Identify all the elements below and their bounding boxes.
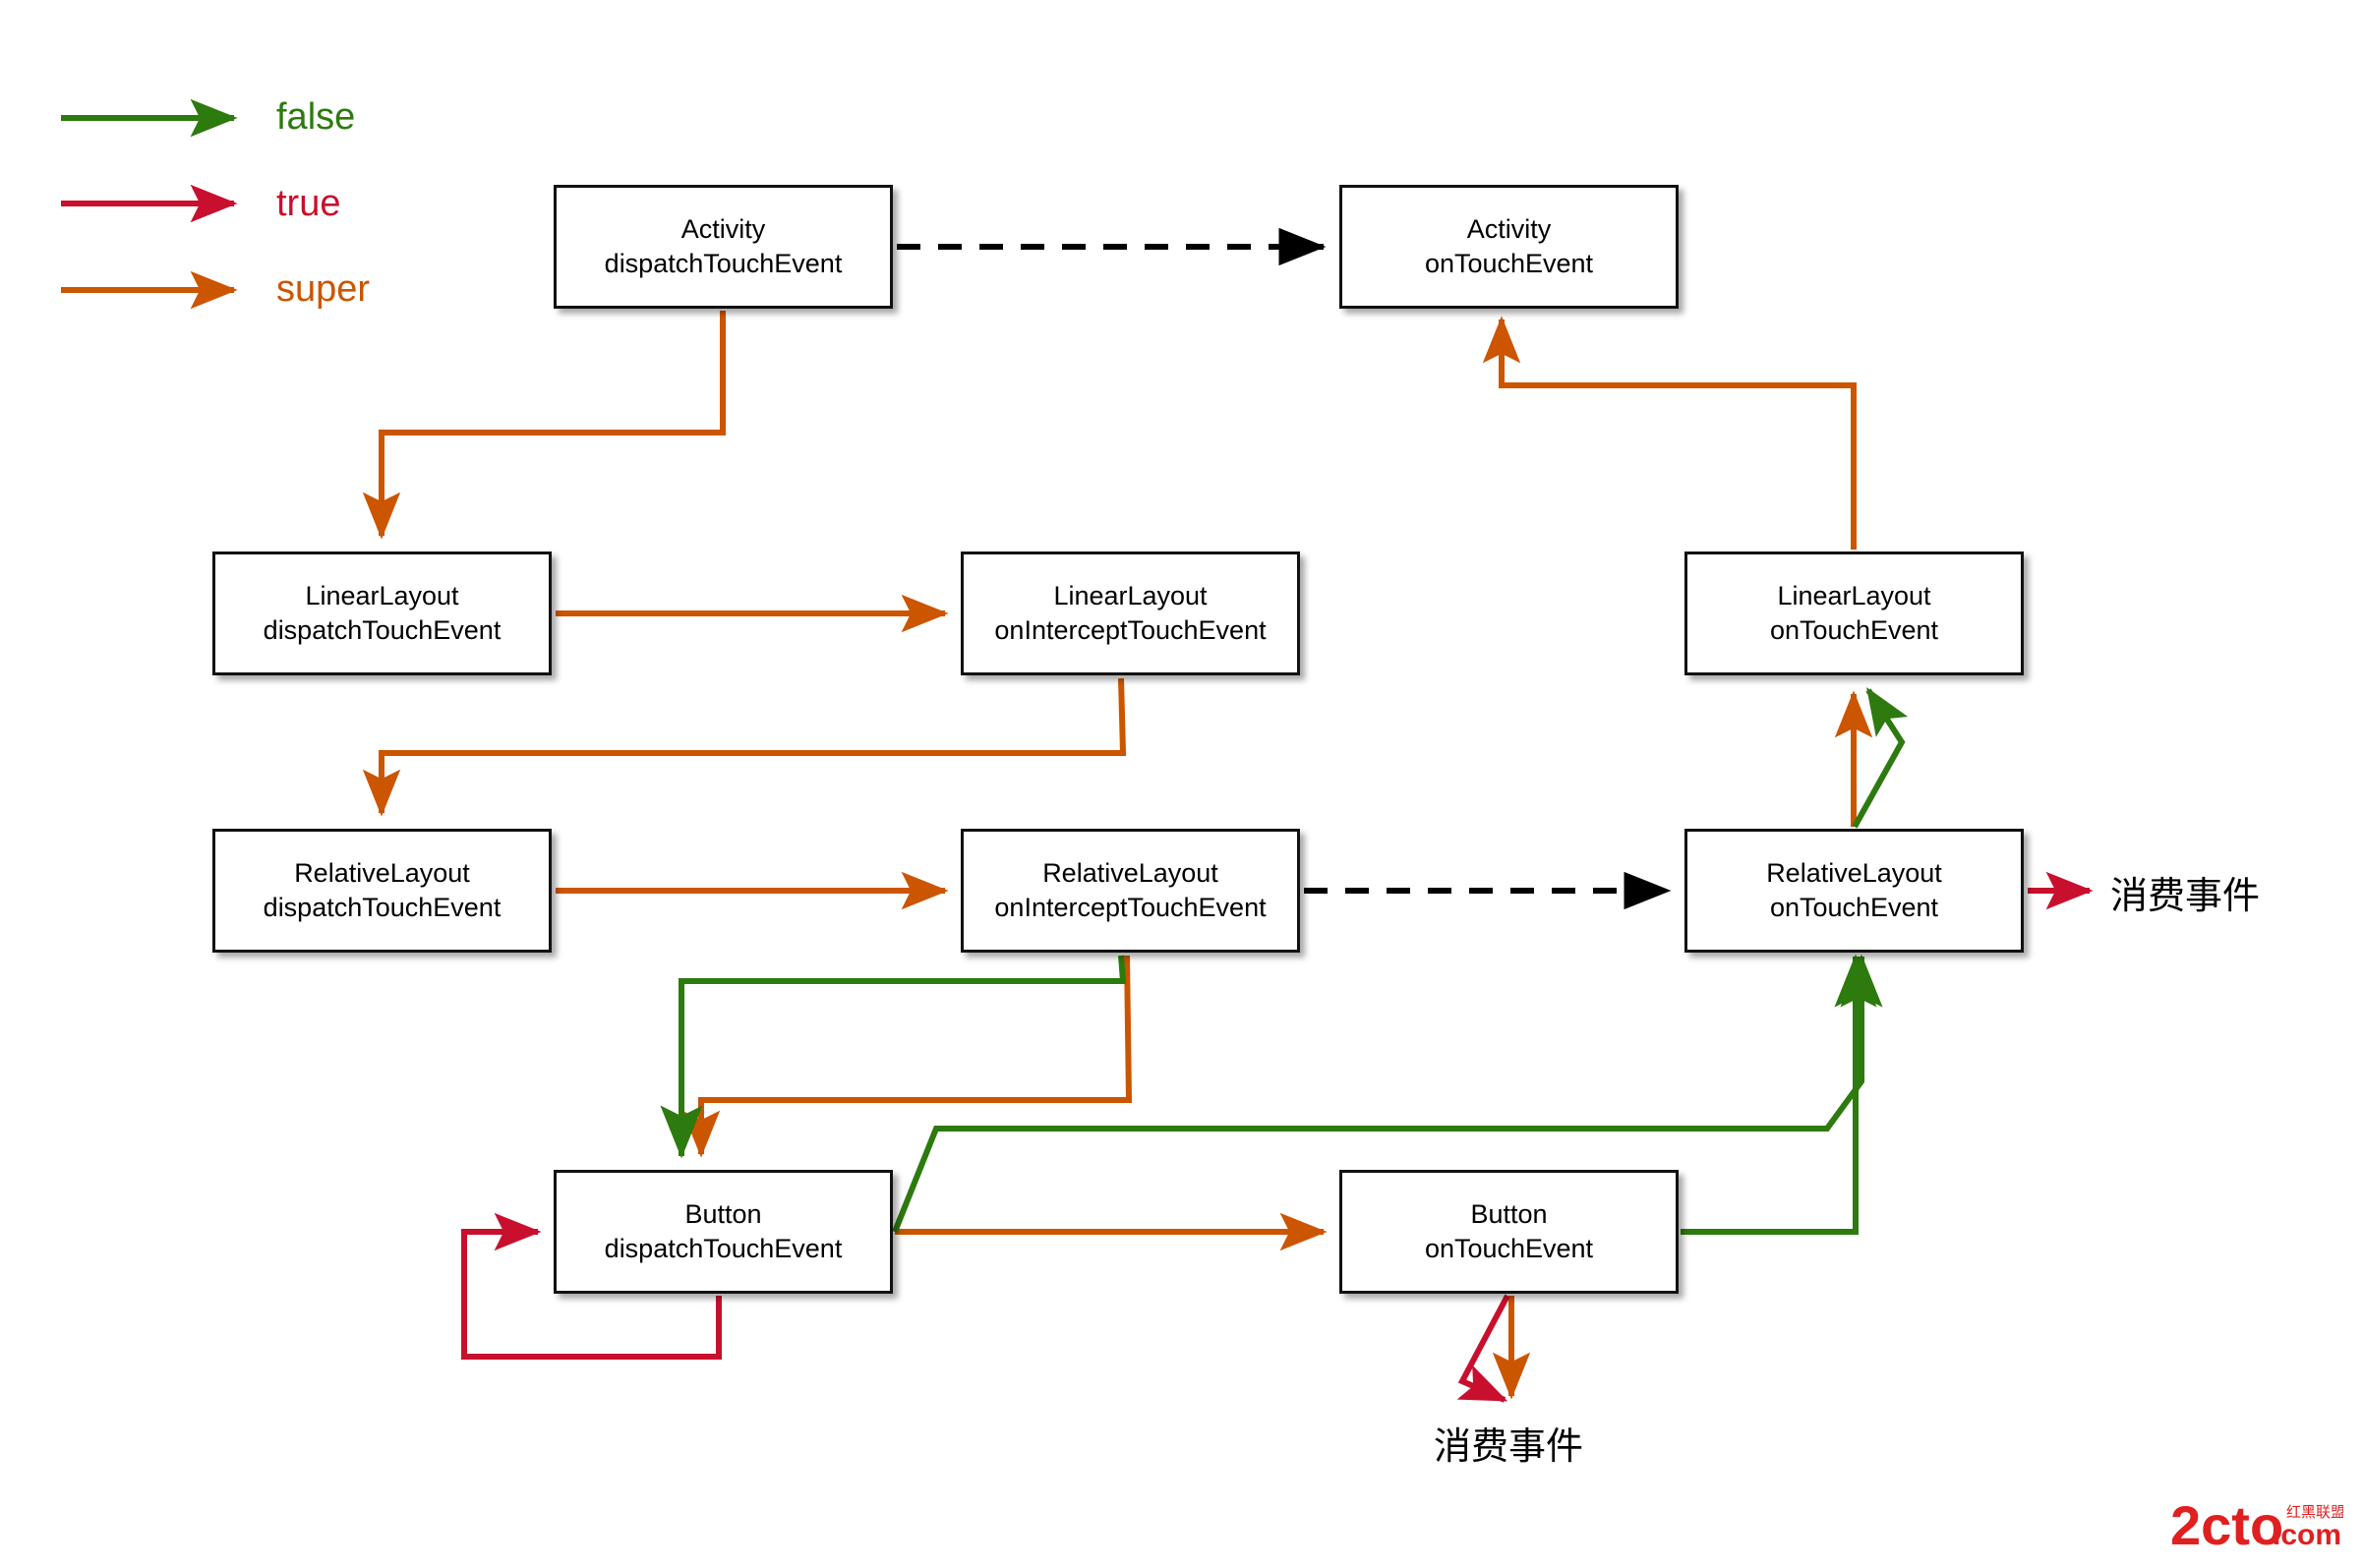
edge-button-ontouch-to-consume-bottom-true (1456, 1294, 1510, 1403)
node-label-line1: RelativeLayout (1766, 858, 1942, 889)
edge-button-dispatch-to-relative-ontouch-false (892, 954, 1883, 1234)
legend-label-true: true (276, 183, 341, 224)
edge-relative-ontouch-to-linear-ontouch-false (1852, 686, 1909, 829)
node-button-ontouch[interactable]: Button onTouchEvent (1339, 1170, 1679, 1294)
node-label-line2: onTouchEvent (1424, 249, 1594, 278)
node-label-line1: LinearLayout (305, 581, 459, 611)
node-label-line1: Activity (680, 214, 766, 245)
node-linear-dispatch[interactable]: LinearLayout dispatchTouchEvent (212, 552, 552, 675)
node-label-line2: onTouchEvent (1769, 615, 1939, 645)
node-label-line1: LinearLayout (1777, 581, 1931, 611)
node-label-line1: RelativeLayout (1042, 858, 1218, 889)
edge-button-dispatch-self-loop-true (461, 1212, 722, 1360)
annotation-consume-bottom: 消费事件 (1434, 1424, 1584, 1468)
watermark-cn: 红黑联盟 (2286, 1503, 2343, 1521)
node-label-line2: dispatchTouchEvent (263, 615, 502, 645)
node-label-line2: dispatchTouchEvent (604, 1234, 843, 1263)
edge-button-ontouch-to-relative-ontouch-false (1681, 954, 1877, 1235)
node-label-line2: onTouchEvent (1424, 1234, 1594, 1263)
node-label-line1: RelativeLayout (294, 858, 470, 889)
edge-activity-dispatch-to-linear-dispatch (362, 311, 726, 540)
node-button-dispatch[interactable]: Button dispatchTouchEvent (554, 1170, 893, 1294)
legend-label-false: false (276, 96, 356, 138)
node-linear-intercept[interactable]: LinearLayout onInterceptTouchEvent (961, 552, 1300, 675)
node-label-line2: dispatchTouchEvent (604, 249, 843, 278)
node-label-line2: onInterceptTouchEvent (994, 615, 1267, 645)
watermark-tld: .com (2273, 1519, 2341, 1551)
node-relative-ontouch[interactable]: RelativeLayout onTouchEvent (1684, 829, 2024, 953)
watermark-brand: 2cto (2170, 1494, 2283, 1556)
node-relative-intercept[interactable]: RelativeLayout onInterceptTouchEvent (961, 829, 1300, 953)
node-activity-ontouch[interactable]: Activity onTouchEvent (1339, 185, 1679, 309)
edge-linear-intercept-to-relative-dispatch (362, 677, 1127, 817)
annotation-consume-right: 消费事件 (2110, 874, 2261, 917)
node-label-line2: dispatchTouchEvent (263, 893, 502, 922)
edge-relative-intercept-to-button-dispatch-false (660, 955, 1127, 1159)
node-label-line1: Button (684, 1199, 762, 1230)
node-label-line2: onInterceptTouchEvent (994, 893, 1267, 922)
node-label-line1: Button (1470, 1199, 1548, 1230)
node-linear-ontouch[interactable]: LinearLayout onTouchEvent (1684, 552, 2024, 675)
edge-relative-intercept-to-button-dispatch-super (681, 955, 1133, 1158)
node-label-line1: LinearLayout (1053, 581, 1208, 611)
node-label-line2: onTouchEvent (1769, 893, 1939, 922)
node-activity-dispatch[interactable]: Activity dispatchTouchEvent (554, 185, 893, 309)
edge-linear-ontouch-to-activity-ontouch (1482, 316, 1857, 550)
watermark: 2cto .com 红黑联盟 (2170, 1494, 2343, 1556)
node-label-line1: Activity (1466, 214, 1552, 245)
legend-label-super: super (276, 268, 371, 310)
node-relative-dispatch[interactable]: RelativeLayout dispatchTouchEvent (212, 829, 552, 953)
